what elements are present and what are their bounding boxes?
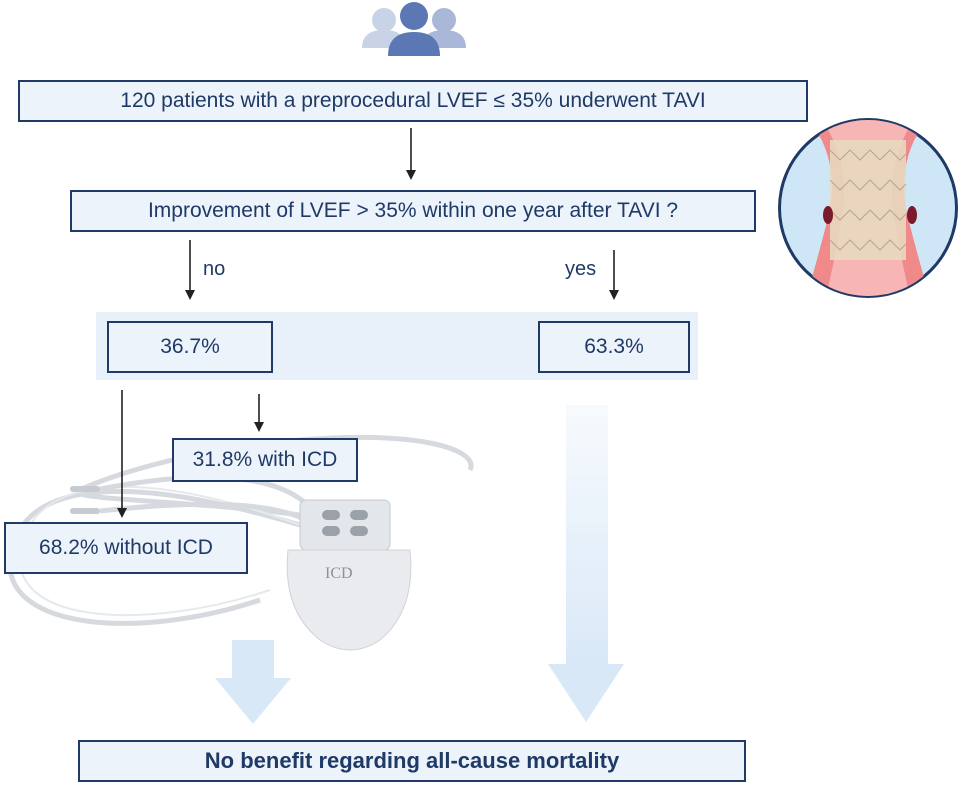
- no-percent-box: 36.7%: [107, 321, 273, 373]
- arrow-no-to-with-icd: [254, 394, 264, 432]
- patients-text: 120 patients with a preprocedural LVEF ≤…: [120, 89, 706, 112]
- arrow-question-to-yes: [609, 250, 619, 300]
- no-percent-text: 36.7%: [160, 335, 220, 358]
- icd-device-illustration: ICD: [7, 434, 474, 651]
- question-text: Improvement of LVEF > 35% within one yea…: [147, 199, 679, 222]
- icd-device-text: ICD: [325, 565, 353, 582]
- people-group-icon: [362, 2, 466, 56]
- patients-box: 120 patients with a preprocedural LVEF ≤…: [18, 80, 808, 122]
- without-icd-text: 68.2% without ICD: [39, 536, 213, 559]
- without-icd-box: 68.2% without ICD: [4, 522, 248, 574]
- arrow-question-to-no: [185, 240, 195, 300]
- with-icd-text: 31.8% with ICD: [192, 448, 338, 471]
- big-arrow-left: [215, 640, 291, 724]
- with-icd-box: 31.8% with ICD: [172, 438, 358, 482]
- arrow-no-to-without-icd: [117, 390, 127, 518]
- yes-percent-box: 63.3%: [538, 321, 690, 373]
- arrow-patients-to-question: [406, 128, 416, 180]
- tavi-valve-illustration: [778, 118, 958, 298]
- outcome-box: No benefit regarding all-cause mortality: [78, 740, 746, 782]
- big-arrow-right: [548, 405, 624, 722]
- question-box: Improvement of LVEF > 35% within one yea…: [70, 190, 756, 232]
- yes-label: yes: [565, 258, 597, 280]
- yes-percent-text: 63.3%: [584, 335, 644, 358]
- outcome-text: No benefit regarding all-cause mortality: [204, 748, 620, 773]
- no-label: no: [203, 258, 226, 280]
